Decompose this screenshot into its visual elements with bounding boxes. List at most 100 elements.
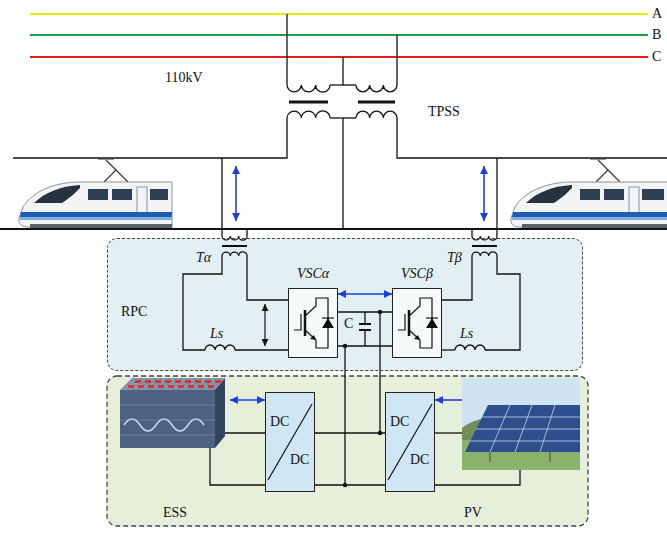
dcdc-symbol	[385, 392, 435, 492]
train	[512, 217, 667, 220]
dc-link	[364, 330, 365, 346]
dcdc-converter: DCDC	[385, 392, 435, 492]
pv-picture	[482, 417, 580, 418]
storage-label: ESS	[163, 505, 187, 521]
dc-link	[359, 323, 371, 325]
battery-picture	[165, 380, 171, 383]
train	[150, 189, 168, 200]
battery-picture	[120, 405, 215, 435]
converter-box: VSCα	[288, 288, 338, 358]
battery-picture	[155, 380, 161, 383]
converter-text: DC	[390, 414, 409, 430]
igbt-symbol	[304, 310, 307, 336]
storage-panel	[107, 376, 588, 526]
igbt-symbol	[426, 318, 438, 328]
junction-dot	[343, 310, 382, 487]
traction-transformer	[342, 118, 343, 229]
ac-wiring	[485, 256, 520, 350]
train	[604, 189, 624, 200]
traction-transformer	[358, 101, 395, 104]
dc-link	[364, 312, 365, 324]
battery-picture	[120, 378, 225, 448]
coupling-transformer	[472, 252, 497, 256]
coupling-transformer	[221, 158, 222, 236]
traction-transformer	[342, 57, 343, 85]
junction-dot	[343, 344, 347, 348]
battery-picture	[205, 380, 211, 383]
igbt-symbol	[294, 298, 438, 348]
dc-link	[225, 432, 265, 433]
train	[511, 159, 667, 228]
power-flow-arrow	[230, 399, 265, 401]
pv-picture	[540, 405, 555, 452]
battery-picture	[185, 380, 191, 383]
dc-link	[435, 432, 462, 433]
ac-wiring	[183, 256, 520, 350]
pv-picture	[476, 429, 580, 430]
traction-transformer	[396, 35, 397, 85]
ac-wiring	[235, 349, 288, 350]
train	[112, 189, 132, 200]
pv-picture	[462, 378, 580, 470]
coupling-transformer	[472, 245, 497, 247]
traction-transformer	[330, 84, 356, 85]
dcdc-symbol	[388, 404, 432, 480]
phase-label: A	[652, 6, 662, 22]
pv-picture	[490, 452, 550, 462]
battery-picture	[120, 435, 215, 436]
coupling-transformer	[222, 245, 247, 247]
pv-picture	[470, 441, 580, 442]
dc-link	[435, 470, 520, 485]
battery-picture	[124, 419, 204, 431]
power-flow-arrow	[338, 293, 392, 295]
pv-picture	[470, 405, 580, 452]
phase-label: B	[652, 27, 661, 43]
igbt-symbol	[310, 335, 316, 340]
battery-picture	[175, 380, 181, 383]
transformer-label: Tα	[196, 250, 211, 266]
battery-picture	[188, 385, 194, 388]
converter-label: VSCα	[297, 266, 329, 282]
igbt-symbol	[322, 318, 334, 328]
phase-label: C	[652, 49, 661, 65]
train	[511, 182, 667, 227]
battery-picture	[198, 385, 204, 388]
coupling-transformer	[496, 158, 497, 236]
pv-label: PV	[464, 505, 482, 521]
igbt-symbol	[288, 288, 442, 358]
transformer-label: Tβ	[447, 250, 462, 266]
train	[526, 185, 572, 203]
junction-dot	[378, 431, 382, 435]
train	[522, 224, 667, 228]
traction-transformer	[286, 14, 287, 85]
train	[19, 182, 172, 227]
train	[88, 189, 108, 200]
capacitor-label: C	[344, 316, 353, 332]
battery-picture	[120, 405, 215, 406]
pv-picture	[489, 452, 490, 462]
train	[642, 189, 664, 200]
traction-transformer	[356, 85, 397, 92]
dc-link	[344, 346, 345, 485]
train	[98, 159, 128, 182]
train	[20, 212, 172, 217]
inductor-label: Ls	[460, 326, 473, 342]
pv-picture	[515, 405, 532, 452]
traction-transformer	[13, 118, 287, 158]
train	[512, 212, 667, 217]
converter-label: VSCβ	[401, 266, 433, 282]
pv-array: PV	[462, 378, 580, 525]
coupling-transformer	[222, 158, 497, 256]
battery-picture	[145, 380, 151, 383]
dcdc-converter: DCDC	[265, 392, 315, 492]
pv-picture	[465, 405, 580, 452]
coupling-transformer	[222, 252, 247, 256]
voltage-arrow	[264, 304, 265, 346]
igbt-symbol	[408, 310, 411, 336]
pv-picture	[462, 378, 580, 470]
igbt-symbol	[414, 335, 420, 340]
rail	[0, 228, 667, 230]
